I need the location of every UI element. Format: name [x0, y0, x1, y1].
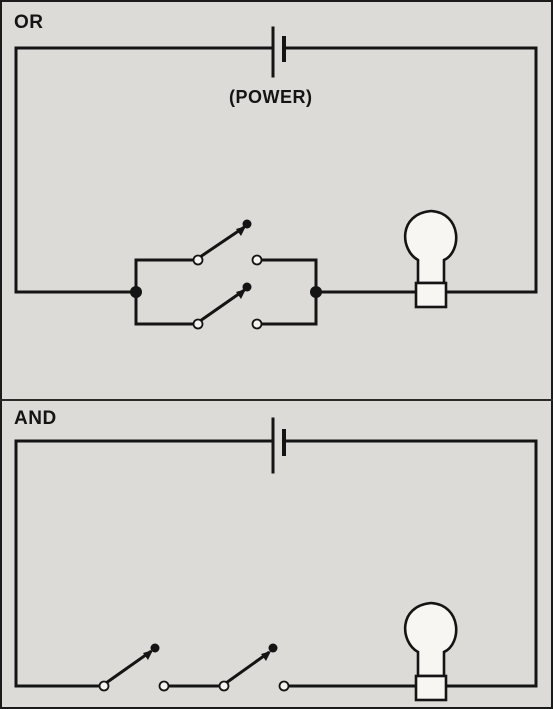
- and-lightbulb-icon: [403, 601, 458, 702]
- and-switch-a-icon: [98, 643, 170, 692]
- power-label: (POWER): [229, 87, 313, 107]
- and-circuit: [14, 417, 538, 702]
- or-circuit-title: OR: [14, 12, 44, 33]
- or-battery-icon: [271, 26, 286, 78]
- and-switch-b-icon: [218, 643, 290, 692]
- or-switch-b-icon: [192, 282, 263, 330]
- or-junction-left: [130, 286, 142, 298]
- and-circuit-title: AND: [14, 408, 57, 429]
- or-junction-right: [310, 286, 322, 298]
- or-lightbulb-icon: [403, 209, 458, 309]
- or-right-wire: [444, 46, 538, 294]
- and-battery-icon: [271, 417, 286, 474]
- or-switch-a-icon: [192, 219, 263, 266]
- and-right-wire: [444, 439, 538, 688]
- and-left-wire: [14, 439, 103, 688]
- or-left-wire: [14, 46, 138, 294]
- or-circuit: [14, 26, 538, 330]
- section-divider: [0, 399, 553, 401]
